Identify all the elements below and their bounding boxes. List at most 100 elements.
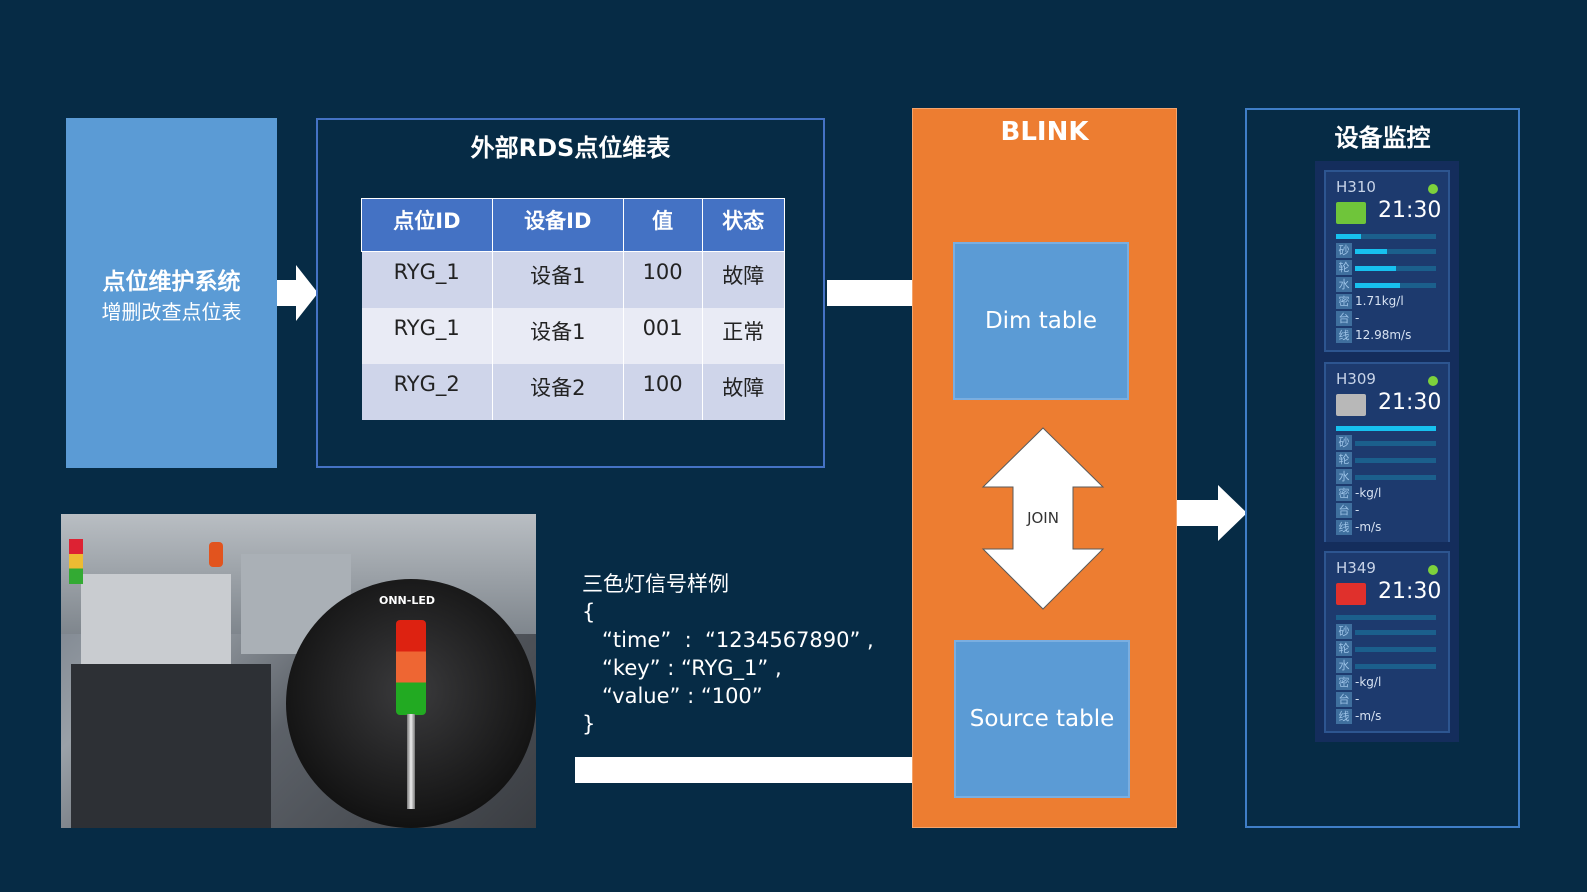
dim-table-box: Dim table bbox=[953, 242, 1129, 400]
speed-value: 12.98m/s bbox=[1355, 328, 1412, 342]
code-line: { bbox=[582, 600, 596, 624]
metric-label: 轮 bbox=[1336, 260, 1352, 275]
blink-title: BLINK bbox=[1000, 117, 1089, 147]
metric-label: 砂 bbox=[1336, 243, 1352, 258]
device-card[interactable]: H310 21:30 砂轮水密台线 1.71kg/l - 12.98m/s bbox=[1324, 170, 1450, 352]
density-value: -kg/l bbox=[1355, 675, 1382, 689]
cell: 100 bbox=[623, 363, 703, 420]
metric-bar bbox=[1355, 441, 1436, 446]
metric-label: 砂 bbox=[1336, 624, 1352, 639]
metric-label: 线 bbox=[1336, 328, 1352, 343]
table-value: - bbox=[1355, 692, 1360, 706]
cell: 设备1 bbox=[492, 307, 624, 364]
cell: RYG_2 bbox=[361, 363, 493, 420]
arrow-blink-to-monitor bbox=[1177, 485, 1247, 541]
factory-photo: ONN-LED bbox=[61, 514, 536, 828]
density-value: -kg/l bbox=[1355, 486, 1382, 500]
header-cell: 设备ID bbox=[491, 198, 624, 252]
rds-title: 外部RDS点位维表 bbox=[470, 134, 671, 162]
code-line: “value” : “100” bbox=[582, 684, 763, 708]
device-time: 21:30 bbox=[1378, 390, 1442, 415]
metric-label: 砂 bbox=[1336, 435, 1352, 450]
metric-label: 密 bbox=[1336, 486, 1352, 501]
online-status-icon bbox=[1428, 565, 1438, 575]
join-double-arrow-icon bbox=[981, 427, 1105, 610]
metric-bar bbox=[1355, 647, 1436, 652]
progress-bar bbox=[1336, 426, 1436, 431]
cell: 001 bbox=[623, 307, 703, 364]
machine-icon bbox=[1336, 202, 1366, 224]
monitor-title: 设备监控 bbox=[1334, 124, 1431, 152]
device-id: H309 bbox=[1336, 370, 1376, 388]
point-maintenance-system: 点位维护系统 增删改查点位表 bbox=[66, 118, 277, 468]
metric-bar bbox=[1355, 458, 1436, 463]
signal-light-tower bbox=[396, 620, 426, 715]
table-value: - bbox=[1355, 311, 1360, 325]
metric-bar bbox=[1355, 664, 1436, 669]
device-id: H310 bbox=[1336, 178, 1376, 196]
cell: 设备2 bbox=[492, 363, 624, 420]
metric-bar bbox=[1355, 249, 1436, 254]
speed-value: -m/s bbox=[1355, 520, 1382, 534]
metric-label: 水 bbox=[1336, 469, 1352, 484]
code-line: } bbox=[582, 712, 596, 736]
cell: 正常 bbox=[702, 307, 786, 364]
device-id: H349 bbox=[1336, 559, 1376, 577]
device-card[interactable]: H349 21:30 砂轮水密台线 -kg/l - -m/s bbox=[1324, 551, 1450, 733]
online-status-icon bbox=[1428, 184, 1438, 194]
metric-label: 轮 bbox=[1336, 452, 1352, 467]
cell: 100 bbox=[623, 251, 703, 308]
join-label: JOIN bbox=[1027, 509, 1059, 527]
led-label: ONN-LED bbox=[379, 594, 435, 607]
speed-value: -m/s bbox=[1355, 709, 1382, 723]
arrow-signal-to-source bbox=[575, 742, 952, 798]
device-card[interactable]: H309 21:30 砂轮水密台线 -kg/l - -m/s bbox=[1324, 362, 1450, 544]
metric-label: 密 bbox=[1336, 675, 1352, 690]
cell: 故障 bbox=[702, 363, 786, 420]
machine-icon bbox=[1336, 583, 1366, 605]
source-table-box: Source table bbox=[954, 640, 1130, 798]
cell: RYG_1 bbox=[361, 251, 493, 308]
metric-bar bbox=[1355, 475, 1436, 480]
cell: RYG_1 bbox=[361, 307, 493, 364]
sample-title: 三色灯信号样例 bbox=[582, 572, 729, 596]
code-line: “key” : “RYG_1” , bbox=[582, 656, 782, 680]
cell: 设备1 bbox=[492, 251, 624, 308]
table-value: - bbox=[1355, 503, 1360, 517]
machine-icon bbox=[1336, 394, 1366, 416]
progress-bar bbox=[1336, 234, 1436, 239]
density-value: 1.71kg/l bbox=[1355, 294, 1404, 308]
device-time: 21:30 bbox=[1378, 579, 1442, 604]
cell: 故障 bbox=[702, 251, 786, 308]
metric-label: 水 bbox=[1336, 658, 1352, 673]
header-cell: 点位ID bbox=[361, 198, 493, 252]
arrow-rds-to-dim bbox=[827, 265, 950, 321]
header-cell: 状态 bbox=[701, 198, 786, 252]
metric-label: 台 bbox=[1336, 692, 1352, 707]
online-status-icon bbox=[1428, 376, 1438, 386]
metric-label: 台 bbox=[1336, 503, 1352, 518]
metric-label: 密 bbox=[1336, 294, 1352, 309]
metric-label: 线 bbox=[1336, 709, 1352, 724]
metric-bar bbox=[1355, 266, 1436, 271]
arrow-system-to-rds bbox=[277, 265, 318, 321]
metric-bar bbox=[1355, 630, 1436, 635]
blink-panel: BLINK Dim table JOIN Source table bbox=[912, 108, 1177, 828]
code-line: “time” : “1234567890” , bbox=[582, 628, 874, 652]
table-header: 点位ID 设备ID 值 状态 bbox=[361, 198, 786, 252]
system-subtitle: 增删改查点位表 bbox=[101, 299, 242, 324]
metric-label: 线 bbox=[1336, 520, 1352, 535]
metric-bar bbox=[1355, 283, 1436, 288]
header-cell: 值 bbox=[622, 198, 703, 252]
device-time: 21:30 bbox=[1378, 198, 1442, 223]
metric-label: 轮 bbox=[1336, 641, 1352, 656]
metric-label: 台 bbox=[1336, 311, 1352, 326]
progress-bar bbox=[1336, 615, 1436, 620]
metric-label: 水 bbox=[1336, 277, 1352, 292]
